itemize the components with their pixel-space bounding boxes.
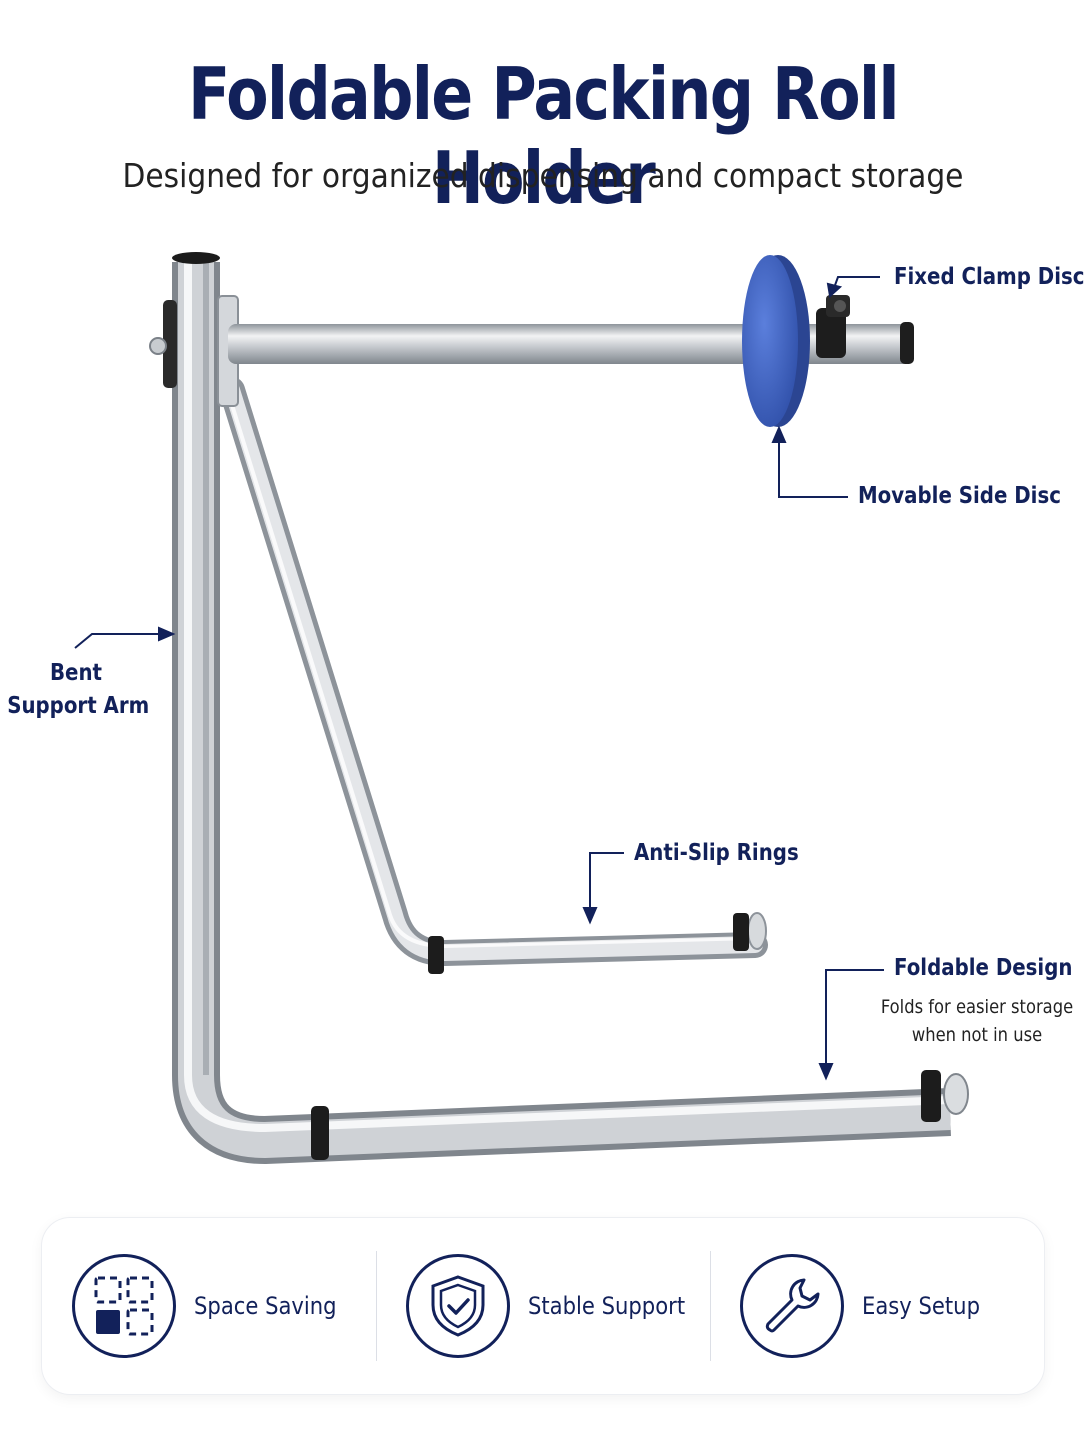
anti-slip-ring [311,1106,329,1160]
movable-side-disc [742,255,810,427]
diagonal-brace [219,377,768,967]
leader-movable-disc [778,438,848,498]
feature-space-saving: Space Saving [42,1251,376,1361]
anti-slip-ring [921,1070,941,1122]
foldable-note-line2: when not in use [911,1024,1043,1046]
feature-label: Easy Setup [862,1292,980,1320]
page-title: Foldable Packing Roll Holder [188,52,900,220]
callout-movable-side-disc: Movable Side Disc [858,483,1061,509]
shield-check-icon [406,1254,510,1358]
feature-stable-support: Stable Support [376,1251,710,1361]
feature-label: Stable Support [528,1292,686,1320]
main-post [172,262,951,1164]
feature-label: Space Saving [194,1292,337,1320]
leader-fixed-clamp [833,276,880,289]
space-saving-icon [72,1254,176,1358]
feature-bar: Space Saving Stable Support Easy Setup [42,1218,1044,1394]
anti-slip-ring [428,936,444,974]
anti-slip-ring [733,913,749,951]
callout-anti-slip-rings: Anti-Slip Rings [634,840,799,866]
leader-foldable [825,969,884,1068]
page-subtitle: Designed for organized dispensing and co… [122,156,964,195]
hinge-bracket [149,295,239,407]
roll-holder-illustration [74,252,969,1164]
callout-fixed-clamp-disc: Fixed Clamp Disc [894,264,1085,290]
foldable-note-line1: Folds for easier storage [880,996,1074,1018]
fixed-clamp-disc [816,295,850,358]
leader-bent-arm [74,633,163,649]
callout-bent-label-line2: Support Arm [7,693,150,719]
feature-easy-setup: Easy Setup [710,1251,1044,1361]
wrench-icon [740,1254,844,1358]
callout-bent-label-line1: Bent [49,660,103,686]
callout-foldable-design: Foldable Design [894,955,1073,981]
leader-anti-slip [589,852,624,912]
dispensing-rod [228,322,914,364]
